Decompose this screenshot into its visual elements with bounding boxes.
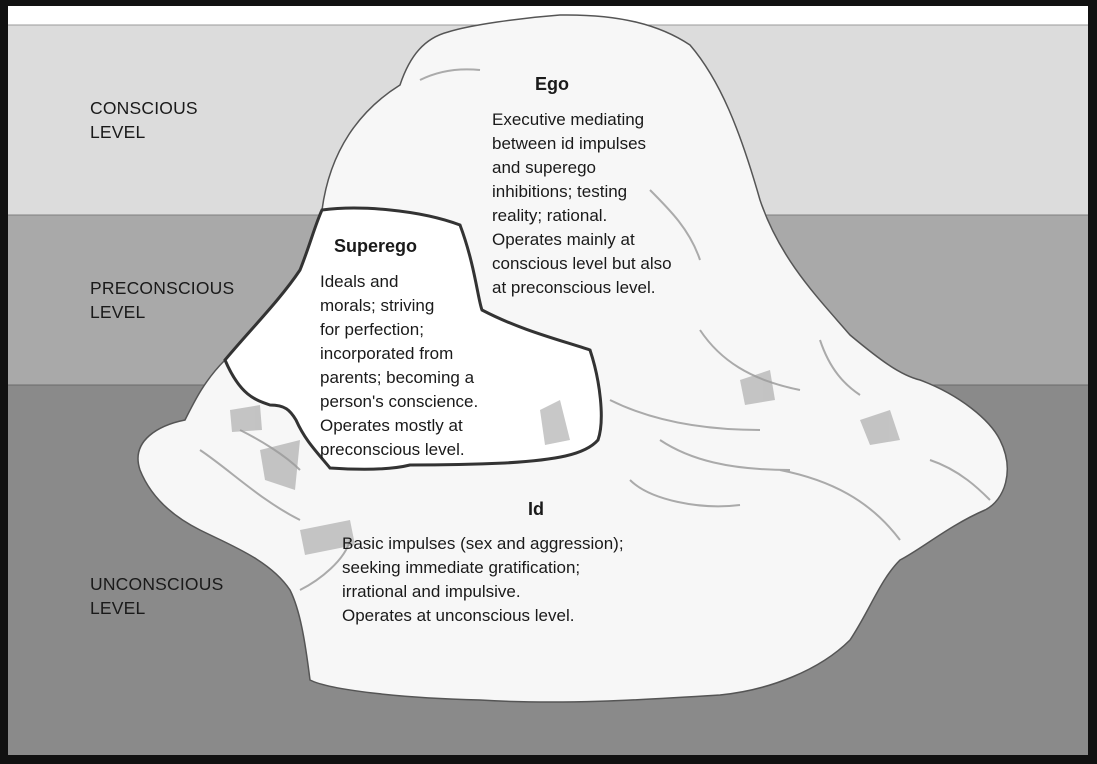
ego-description: Executive mediating between id impulses …	[492, 108, 672, 300]
ego-title: Ego	[535, 72, 569, 96]
id-title: Id	[528, 497, 544, 521]
superego-title: Superego	[334, 234, 417, 258]
superego-description: Ideals and morals; striving for perfecti…	[320, 270, 478, 462]
unconscious-level-label: UNCONSCIOUS LEVEL	[90, 572, 223, 620]
preconscious-level-label: PRECONSCIOUS LEVEL	[90, 276, 234, 324]
id-description: Basic impulses (sex and aggression); see…	[342, 532, 624, 628]
conscious-level-label: CONSCIOUS LEVEL	[90, 96, 198, 144]
